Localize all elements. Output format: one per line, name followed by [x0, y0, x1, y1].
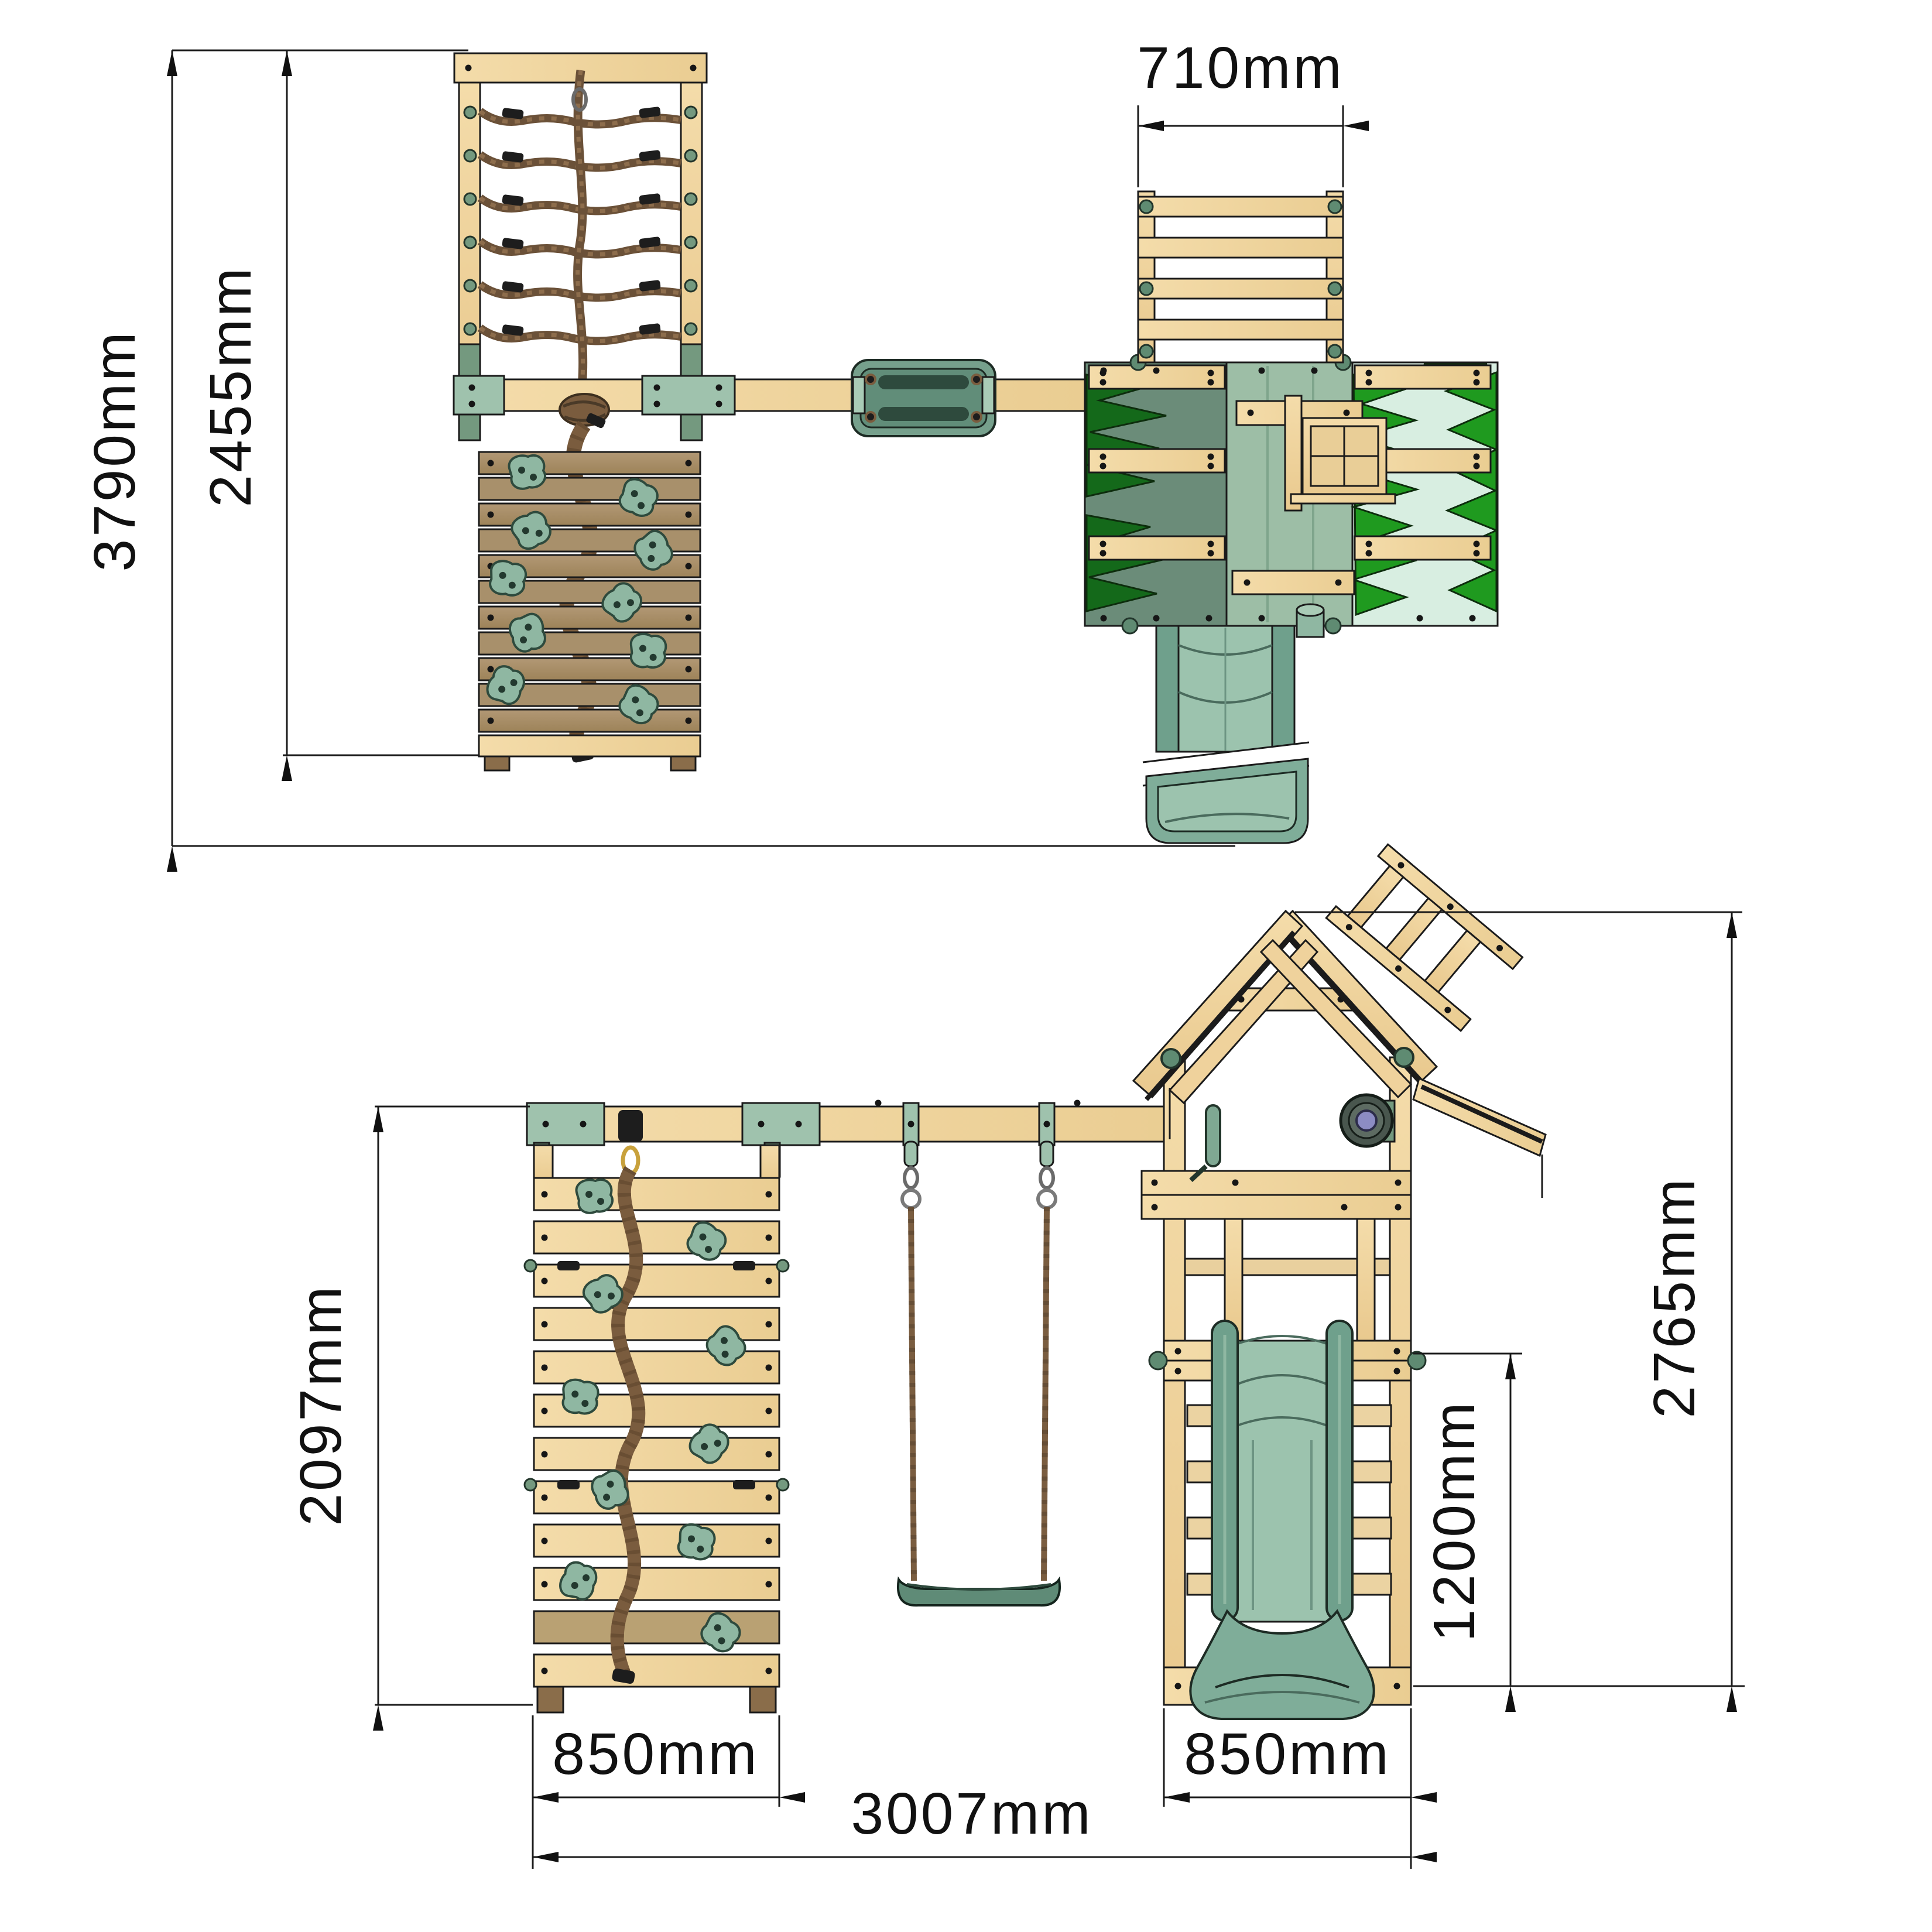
top-view: 3790mm 2455mm	[82, 35, 1499, 872]
wheel-hub	[1355, 1109, 1378, 1132]
dimension-plan-ladder-width: 710mm	[1137, 35, 1369, 187]
tower-post-left	[1163, 1057, 1186, 1706]
wall-foot-right	[749, 1686, 777, 1714]
climbing-rope-front	[610, 1110, 646, 1684]
wall-foot-left	[536, 1686, 564, 1714]
climbing-wall-front	[523, 1110, 790, 1714]
carabiner-icon	[571, 87, 588, 112]
cap-nut	[1148, 1351, 1168, 1371]
dimension-front-total-height: 2765mm	[1295, 911, 1745, 1712]
climbing-wall-plan	[478, 451, 701, 772]
dimension-front-platform-height: 1200mm	[1413, 1352, 1522, 1712]
cap-nut	[1324, 617, 1342, 635]
front-overall-length-label: 3007mm	[851, 1781, 1092, 1847]
plan-total-depth-label: 3790mm	[82, 330, 148, 571]
front-view: 2097mm	[288, 843, 1745, 1869]
plan-ladder-width-label: 710mm	[1137, 35, 1344, 101]
beam-bracket-left	[453, 375, 505, 416]
dimension-front-overall-length: 3007mm	[532, 1781, 1437, 1869]
roof-board-right-inner	[1259, 938, 1413, 1099]
tower-inner-post-right	[1356, 1218, 1376, 1342]
front-wall-width-label: 850mm	[552, 1721, 759, 1787]
beam-corner-bracket-right	[741, 1102, 821, 1146]
climbing-rope-plan	[559, 393, 610, 763]
climbing-frame-plan	[453, 52, 708, 441]
beam-corner-bracket-left	[526, 1102, 605, 1146]
dimension-plan-total-depth: 3790mm	[82, 49, 1235, 872]
slide-bed	[1226, 1340, 1338, 1623]
front-tower-width-label: 850mm	[1184, 1721, 1390, 1787]
dimension-plan-frame-depth: 2455mm	[198, 50, 481, 781]
playhouse-plan	[1084, 354, 1499, 635]
tower	[1132, 843, 1547, 1720]
cap-nut	[1407, 1351, 1427, 1371]
swing-front	[897, 1102, 1061, 1607]
roof-board-left-inner	[1168, 938, 1319, 1105]
net-center-rope	[571, 70, 588, 388]
slide-foot	[1189, 1609, 1375, 1720]
window-box-plan	[1231, 395, 1396, 595]
dimension-front-tower-width: 850mm	[1163, 1708, 1437, 1807]
swing-seat-plan	[851, 359, 996, 437]
swing-hanger-right	[1036, 1102, 1057, 1210]
plan-frame-depth-label: 2455mm	[198, 265, 263, 507]
access-ladder-plan	[1137, 190, 1344, 364]
swing-hanger-left	[900, 1102, 922, 1210]
wall-slats-front	[533, 1177, 780, 1688]
slide-plan	[1142, 603, 1325, 844]
dimension-front-wall-height: 2097mm	[288, 1105, 533, 1731]
roof-ladder	[1325, 843, 1524, 1032]
wall-foot-right	[670, 755, 697, 772]
grab-handle	[1189, 1104, 1221, 1182]
front-platform-height-label: 1200mm	[1421, 1400, 1487, 1642]
roof-bolt	[1393, 1047, 1414, 1068]
slide-front	[1189, 1320, 1375, 1720]
tarp-jag-left-top	[1085, 374, 1167, 498]
front-total-height-label: 2765mm	[1642, 1176, 1707, 1418]
wall-slats-plan	[478, 451, 701, 758]
swing-seat	[897, 1576, 1061, 1607]
wall-foot-left	[484, 755, 511, 772]
steering-wheel	[1339, 1093, 1396, 1148]
front-wall-height-label: 2097mm	[288, 1284, 354, 1526]
gable-roof	[1132, 843, 1547, 1198]
beam-bracket-right	[641, 375, 736, 416]
cap-nut	[1121, 617, 1139, 635]
roof-bolt	[1160, 1048, 1181, 1069]
dimension-front-wall-width: 850mm	[532, 1715, 805, 1807]
